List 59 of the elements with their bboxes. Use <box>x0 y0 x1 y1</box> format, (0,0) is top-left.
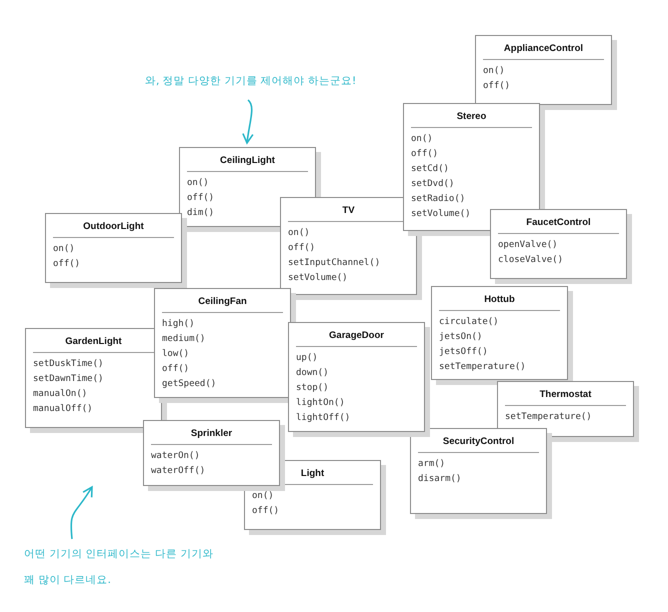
class-name: GardenLight <box>33 333 154 353</box>
method-name: on() <box>252 490 275 503</box>
method-name: circulate() <box>439 316 500 329</box>
method-name: medium() <box>162 333 206 346</box>
method-name: setDawnTime() <box>33 373 104 386</box>
class-name: Thermostat <box>505 386 626 406</box>
method-name: dim() <box>187 207 216 220</box>
class-name: CeilingFan <box>162 293 283 313</box>
method-name: off() <box>411 148 440 161</box>
method-name: waterOn() <box>151 450 201 463</box>
class-name: CeilingLight <box>187 152 308 172</box>
class-name: Stereo <box>411 108 532 128</box>
method-name: off() <box>187 192 216 205</box>
method-name: manualOn() <box>33 388 88 401</box>
method-name: disarm() <box>418 473 462 486</box>
method-name: off() <box>162 363 190 376</box>
method-name: off() <box>483 80 512 93</box>
curved-arrow <box>70 486 93 540</box>
method-name: lightOn() <box>296 397 346 410</box>
method-name: stop() <box>296 382 330 395</box>
method-name: setTemperature() <box>439 361 527 374</box>
class-name: Hottub <box>439 291 560 311</box>
method-name: low() <box>162 348 190 361</box>
method-name: lightOff() <box>296 412 352 425</box>
method-name: openValve() <box>498 239 559 252</box>
method-name: on() <box>411 133 434 146</box>
method-name: getSpeed() <box>162 378 218 391</box>
class-name: GarageDoor <box>296 327 417 347</box>
class-name: OutdoorLight <box>53 218 174 238</box>
method-name: on() <box>483 65 506 78</box>
method-name: off() <box>53 258 82 271</box>
method-name: up() <box>296 352 319 365</box>
method-name: manualOff() <box>33 403 94 416</box>
method-name: setRadio() <box>411 193 466 206</box>
method-name: setInputChannel() <box>288 257 382 270</box>
method-name: on() <box>187 177 210 190</box>
method-name: setDuskTime() <box>33 358 104 371</box>
method-name: setTemperature() <box>505 411 593 424</box>
curved-arrow <box>242 99 254 144</box>
annotation-text: 와, 정말 다양한 기기를 제어해야 하는군요! <box>145 68 390 94</box>
class-name: SecurityControl <box>418 433 539 453</box>
method-name: arm() <box>418 458 446 471</box>
method-name: setVolume() <box>288 272 349 285</box>
method-name: jetsOn() <box>439 331 484 344</box>
method-name: high() <box>162 318 196 331</box>
method-name: jetsOff() <box>439 346 489 359</box>
method-name: closeValve() <box>498 254 564 267</box>
class-name: Sprinkler <box>151 425 272 445</box>
class-name: ApplianceControl <box>483 40 604 60</box>
method-name: waterOff() <box>151 465 206 478</box>
annotation-text: 어떤 기기의 인터페이스는 다른 기기와 꽤 많이 다르네요. <box>24 541 224 593</box>
method-name: on() <box>53 243 76 256</box>
method-name: off() <box>252 505 280 518</box>
method-name: on() <box>288 227 311 240</box>
class-name: FaucetControl <box>498 214 619 234</box>
method-name: setCd() <box>411 163 450 176</box>
method-name: off() <box>288 242 316 255</box>
method-name: down() <box>296 367 330 380</box>
method-name: setDvd() <box>411 178 456 191</box>
